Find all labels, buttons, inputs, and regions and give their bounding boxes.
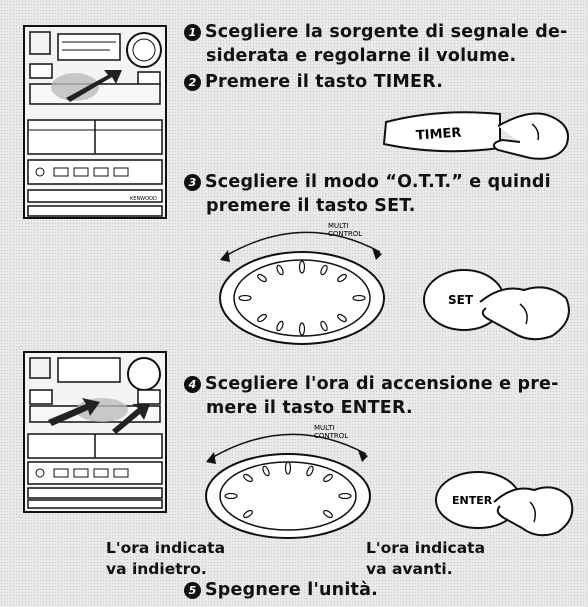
- caption-backward-line1: L'ora indicata: [106, 539, 226, 557]
- stereo-unit-illustration-top: KENWOOD: [23, 25, 167, 219]
- dial-label-multi: MULTI: [314, 424, 334, 432]
- timer-button-label: TIMER: [415, 126, 461, 144]
- step-number-badge: 3: [184, 174, 201, 191]
- dial-label-control: CONTROL: [328, 230, 362, 238]
- enter-button-label: ENTER: [452, 494, 493, 507]
- caption-forward-line2: va avanti.: [366, 560, 453, 578]
- step-number-badge: 1: [184, 24, 201, 41]
- step-number-badge: 4: [184, 376, 201, 393]
- multi-control-dial-top: MULTI CONTROL: [219, 222, 385, 345]
- caption-forward-line1: L'ora indicata: [366, 539, 486, 557]
- step-number-badge: 5: [184, 582, 201, 599]
- set-button-illustration: SET: [423, 269, 570, 341]
- step-5-text: Spegnere l'unità.: [205, 580, 378, 600]
- set-button-label: SET: [448, 293, 474, 307]
- caption-time-forward: L'ora indicata va avanti.: [366, 538, 485, 580]
- brand-label: KENWOOD: [130, 196, 157, 202]
- step-number-badge: 2: [184, 74, 201, 91]
- enter-button-illustration: ENTER: [435, 471, 574, 537]
- step-1-text-line2: siderata e regolarne il volume.: [206, 46, 517, 66]
- stereo-unit-illustration-bottom: [23, 351, 167, 513]
- step-1-text-line1: Scegliere la sorgente di segnale de-: [205, 22, 568, 42]
- dial-label-multi: MULTI: [328, 222, 348, 230]
- timer-button-illustration: TIMER: [382, 111, 569, 160]
- step-3-text-line1: Scegliere il modo “O.T.T.” e quindi: [205, 172, 551, 192]
- dial-label-control: CONTROL: [314, 432, 348, 440]
- caption-time-backward: L'ora indicata va indietro.: [106, 538, 225, 580]
- step-4-text-line2: mere il tasto ENTER.: [206, 398, 413, 418]
- multi-control-dial-bottom: MULTI CONTROL: [205, 424, 371, 539]
- step-4-text-line1: Scegliere l'ora di accensione e pre-: [205, 374, 559, 394]
- step-3-text-line2: premere il tasto SET.: [206, 196, 416, 216]
- step-2-text: Premere il tasto TIMER.: [205, 72, 444, 92]
- caption-backward-line2: va indietro.: [106, 560, 207, 578]
